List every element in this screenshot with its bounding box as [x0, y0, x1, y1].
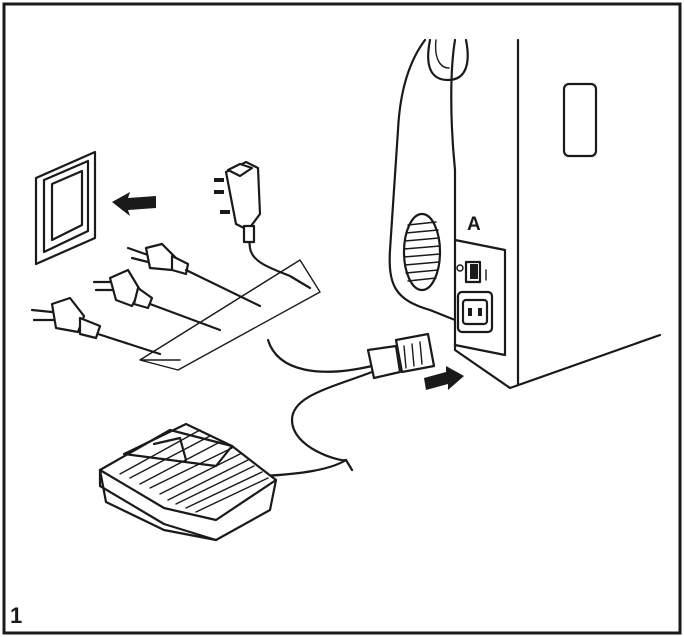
power-socket-icon [456, 290, 494, 334]
switch-label: A [467, 214, 481, 235]
power-switch-icon [456, 260, 487, 284]
vent-grille-icon [402, 212, 442, 292]
foot-controller [98, 422, 278, 542]
power-cord [262, 332, 436, 478]
figure-number: 1 [10, 603, 23, 628]
euro-plug-upper [126, 242, 262, 308]
sewing-machine [388, 38, 662, 390]
uk-plug-adapter [214, 160, 312, 290]
arrow-left-icon [112, 192, 156, 216]
us-plug [92, 268, 222, 332]
euro-plug-lower [30, 296, 162, 356]
arrow-right-icon [424, 366, 464, 390]
wall-outlet-icon [34, 150, 97, 266]
